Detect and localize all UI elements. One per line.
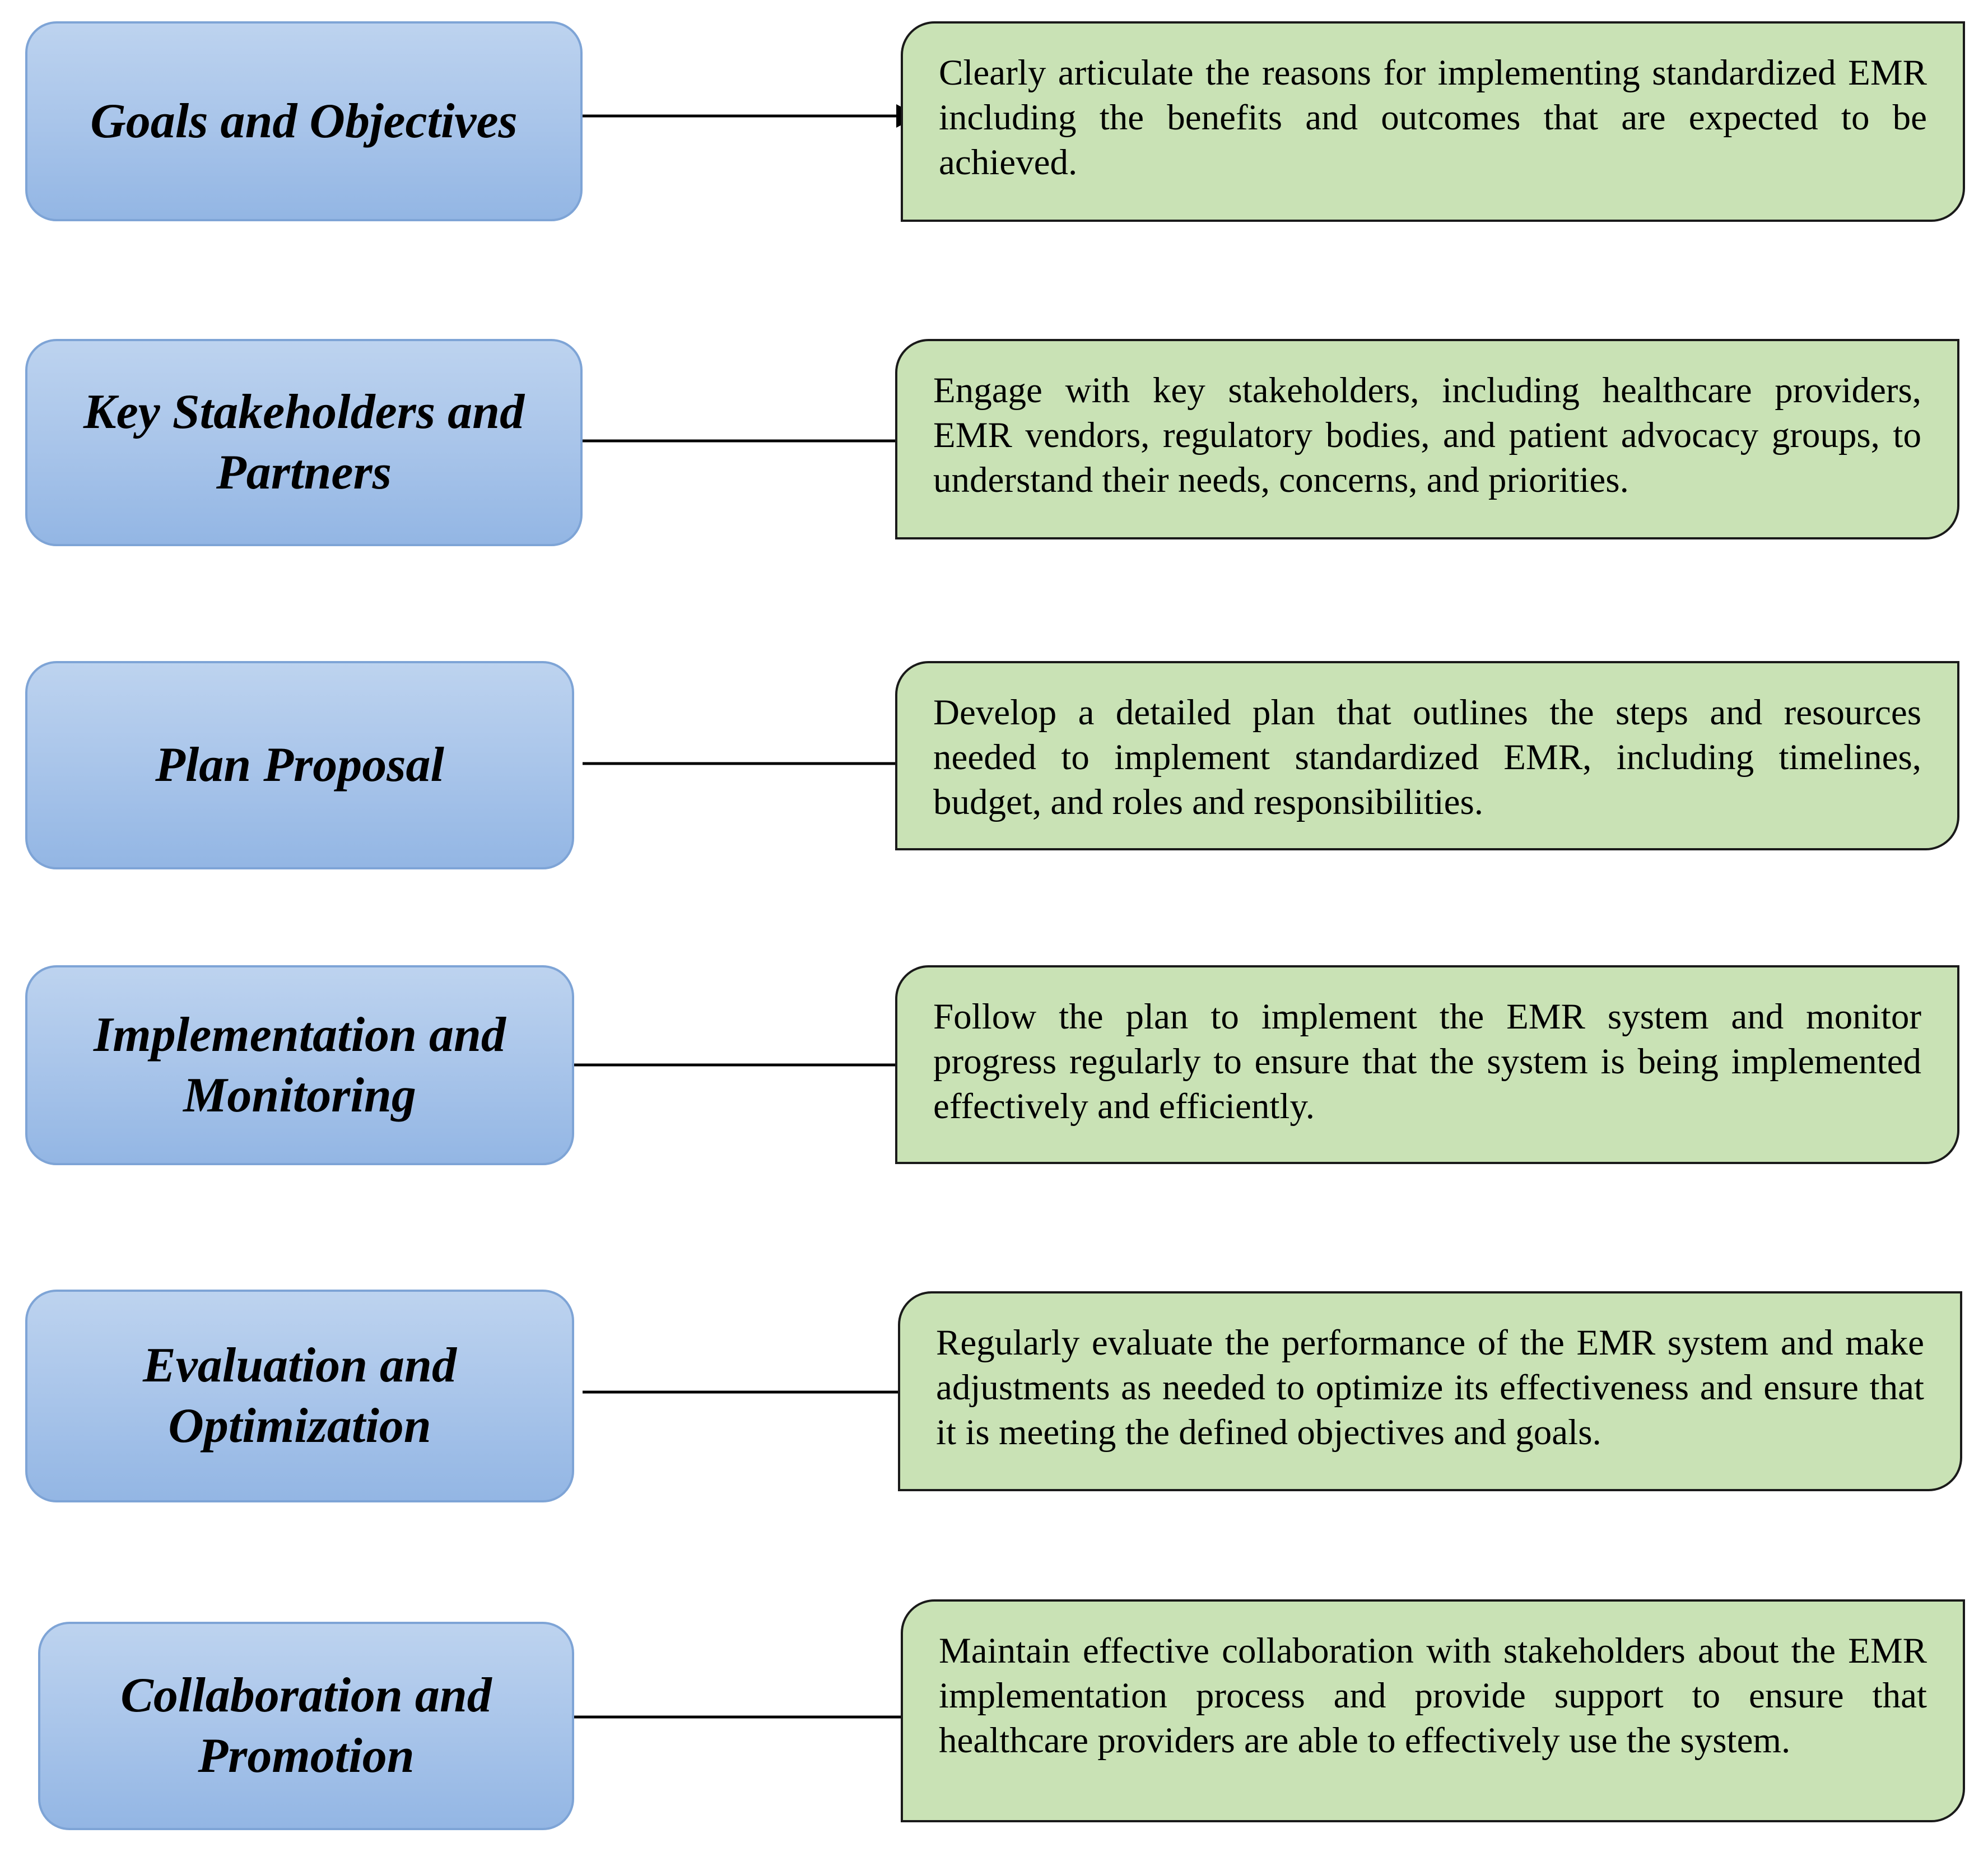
step-title: Collaboration and Promotion <box>120 1668 492 1783</box>
desc-box-goals: Clearly articulate the reasons for imple… <box>901 21 1965 222</box>
step-title: Goals and Objectives <box>90 94 518 148</box>
step-title: Plan Proposal <box>155 738 444 792</box>
step-box-goals: Goals and Objectives <box>25 21 583 221</box>
step-box-collaboration: Collaboration and Promotion <box>38 1622 574 1830</box>
desc-text: Engage with key stakeholders, including … <box>933 370 1921 500</box>
step-box-plan: Plan Proposal <box>25 661 574 869</box>
desc-text: Maintain effective collaboration with st… <box>939 1631 1927 1761</box>
desc-text: Develop a detailed plan that outlines th… <box>933 692 1921 822</box>
desc-box-implementation: Follow the plan to implement the EMR sys… <box>895 965 1959 1164</box>
desc-text: Follow the plan to implement the EMR sys… <box>933 997 1921 1127</box>
desc-text: Clearly articulate the reasons for imple… <box>939 53 1927 183</box>
step-box-stakeholders: Key Stakeholders and Partners <box>25 339 583 546</box>
step-title: Key Stakeholders and Partners <box>83 385 525 500</box>
desc-box-plan: Develop a detailed plan that outlines th… <box>895 661 1959 850</box>
desc-box-stakeholders: Engage with key stakeholders, including … <box>895 339 1959 539</box>
step-box-evaluation: Evaluation and Optimization <box>25 1290 574 1502</box>
desc-box-evaluation: Regularly evaluate the performance of th… <box>898 1291 1962 1491</box>
step-box-implementation: Implementation and Monitoring <box>25 965 574 1165</box>
step-title: Evaluation and Optimization <box>143 1338 457 1453</box>
step-title: Implementation and Monitoring <box>94 1007 506 1123</box>
desc-text: Regularly evaluate the performance of th… <box>936 1323 1924 1453</box>
desc-box-collaboration: Maintain effective collaboration with st… <box>901 1599 1965 1822</box>
